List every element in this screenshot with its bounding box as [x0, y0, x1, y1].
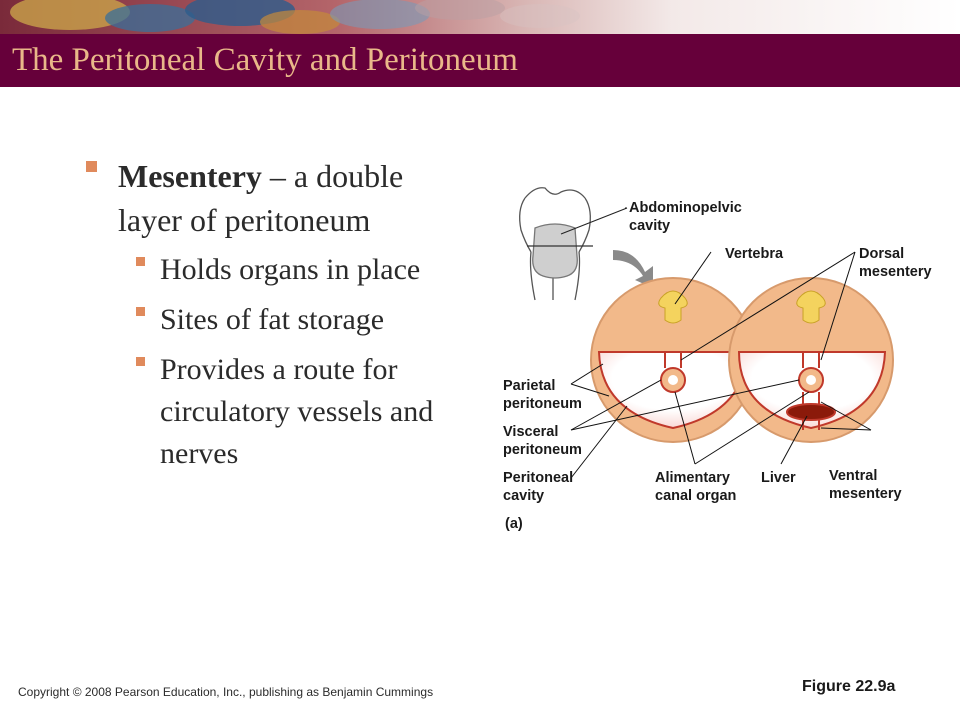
sub-bullet-text: Holds organs in place	[160, 253, 421, 286]
banner-artwork	[0, 0, 960, 34]
sub-bullet-text: circulatory vessels and	[160, 395, 434, 428]
label-peritoneal-2: cavity	[503, 488, 544, 504]
sub-bullet-text: Provides a route for	[160, 353, 398, 386]
label-visceral: Visceral	[503, 424, 558, 440]
label-abdominopelvic: Abdominopelvic	[629, 200, 742, 216]
sub-bullet-text: Sites of fat storage	[160, 303, 385, 336]
label-alimentary: Alimentary	[655, 470, 730, 486]
sub-bullet-marker	[136, 307, 145, 316]
label-panel: (a)	[505, 516, 523, 532]
label-parietal-2: peritoneum	[503, 396, 582, 412]
label-ventral-2: mesentery	[829, 486, 902, 502]
main-bullet-text: Mesentery – a double layer of peritoneum	[118, 154, 478, 242]
label-dorsal: Dorsal	[859, 246, 904, 262]
cross-section-left	[590, 277, 756, 443]
label-dorsal-2: mesentery	[859, 264, 932, 280]
label-liver: Liver	[761, 470, 796, 486]
title-bar: The Peritoneal Cavity and Peritoneum	[0, 34, 960, 87]
label-peritoneal: Peritoneal	[503, 470, 573, 486]
label-vertebra: Vertebra	[725, 246, 784, 262]
figure-reference: Figure 22.9a	[802, 678, 896, 695]
figure-diagram: Abdominopelvic cavity Vertebra Dorsal me…	[503, 187, 932, 532]
copyright-text: Copyright © 2008 Pearson Education, Inc.…	[18, 685, 434, 699]
label-parietal: Parietal	[503, 378, 555, 394]
sub-bullet-marker	[136, 257, 145, 266]
torso-icon	[519, 187, 628, 301]
label-abdominopelvic-2: cavity	[629, 218, 670, 234]
label-ventral: Ventral	[829, 468, 877, 484]
arrow-icon	[613, 250, 653, 288]
bullet-term: Mesentery	[118, 158, 262, 194]
bullet-term-rest: – a double	[261, 158, 404, 194]
bullet-line2: layer of peritoneum	[118, 202, 371, 238]
sub-bullet-text: nerves	[160, 437, 239, 470]
label-visceral-2: peritoneum	[503, 442, 582, 458]
label-alimentary-2: canal organ	[655, 488, 736, 504]
peritoneum-figure: Abdominopelvic cavity Vertebra Dorsal me…	[495, 180, 955, 540]
slide-title: The Peritoneal Cavity and Peritoneum	[12, 42, 518, 78]
leader-lines	[570, 207, 872, 479]
sub-bullet-marker	[136, 357, 145, 366]
cross-section-right	[728, 277, 894, 443]
bullet-marker	[86, 161, 97, 172]
